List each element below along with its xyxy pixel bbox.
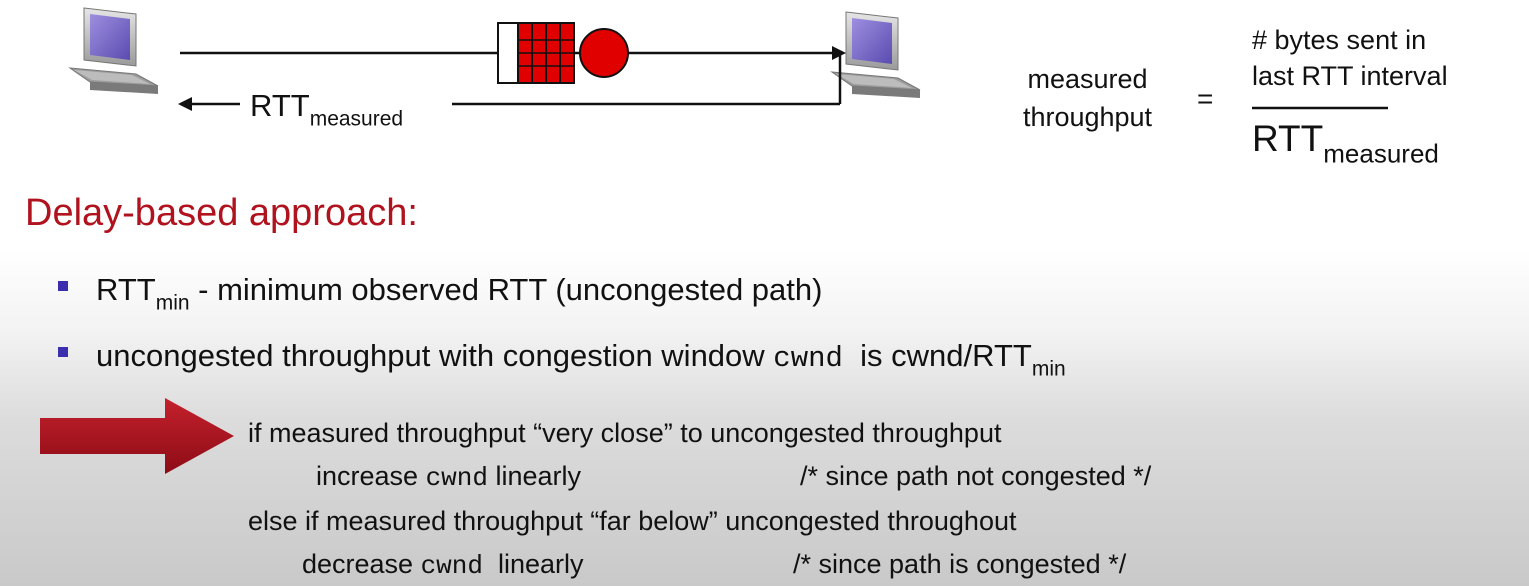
formula-equals: =	[1197, 83, 1214, 114]
computer-icon	[68, 7, 159, 94]
bullet-uncongested-throughput: uncongested throughput with congestion w…	[58, 338, 1066, 379]
pseudocode-line-2: increase cwnd linearly	[316, 461, 582, 493]
rtt-measured-label: RTTmeasured	[250, 88, 404, 131]
bullet-marker	[58, 347, 68, 357]
bullet-marker	[58, 281, 68, 291]
formula-lhs: measured throughput	[1022, 64, 1153, 132]
computer-icon	[830, 11, 921, 98]
router-queue-icon	[497, 22, 629, 84]
section-heading: Delay-based approach:	[25, 192, 418, 234]
formula-numerator: # bytes sent in last RTT interval	[1252, 25, 1448, 91]
red-arrow-icon	[40, 398, 234, 474]
formula-denominator: RTTmeasured	[1252, 118, 1439, 169]
pseudocode-comment-4: /* since path is congested */	[793, 549, 1127, 579]
pseudocode-line-1: if measured throughput “very close” to u…	[248, 418, 1002, 448]
pseudocode-line-4: decrease cwnd linearly	[302, 549, 584, 581]
pseudocode-comment-2: /* since path not congested */	[800, 461, 1152, 491]
bullet-rtt-min: RTTmin - minimum observed RTT (uncongest…	[58, 272, 822, 313]
left-arrow-icon	[178, 97, 192, 111]
pseudocode-line-3: else if measured throughput “far below” …	[248, 506, 1017, 536]
